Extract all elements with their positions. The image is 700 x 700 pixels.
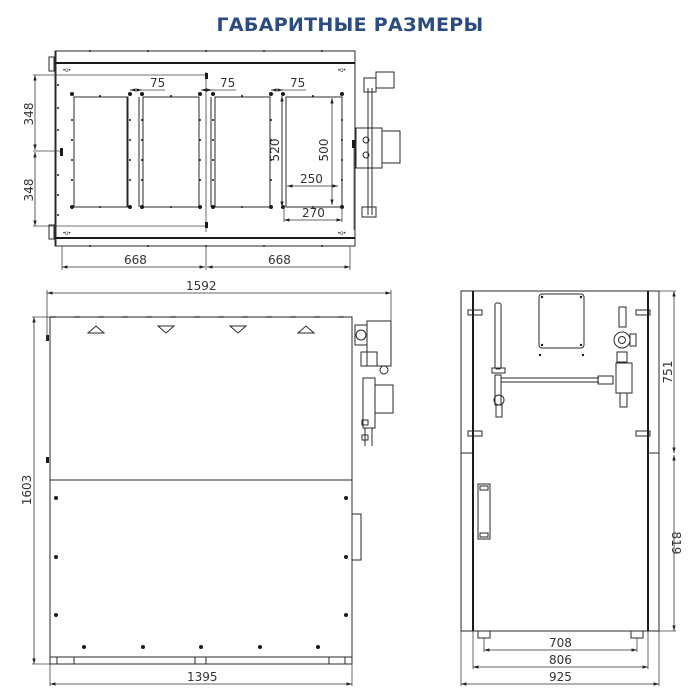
svg-text:270: 270 (302, 206, 325, 220)
svg-text:751: 751 (661, 361, 675, 384)
electrical-box (538, 293, 585, 349)
top-view-piping (352, 71, 401, 230)
dim-520: 520 (268, 96, 284, 207)
svg-text:1592: 1592 (186, 279, 217, 293)
door-handle (477, 483, 491, 540)
airflow-arrow-down-icon (228, 325, 248, 334)
svg-text:806: 806 (549, 653, 572, 667)
side-view-piping (491, 302, 637, 418)
svg-text:668: 668 (124, 253, 147, 267)
dim-75-gap2: 75 (201, 76, 236, 92)
svg-text:1395: 1395 (187, 670, 218, 684)
svg-text:•o•: •o• (63, 231, 71, 237)
svg-text:520: 520 (268, 139, 282, 162)
airflow-arrow-down-icon (156, 325, 176, 334)
svg-text:500: 500 (317, 139, 331, 162)
svg-text:•o•: •o• (338, 68, 346, 74)
svg-text:250: 250 (300, 172, 323, 186)
svg-text:1603: 1603 (20, 475, 34, 506)
dim-668-left: 668 (61, 246, 207, 270)
svg-text:75: 75 (150, 76, 165, 90)
svg-text:348: 348 (22, 103, 36, 126)
dim-75-gap3: 75 (271, 76, 306, 92)
svg-text:668: 668 (268, 253, 291, 267)
svg-text:925: 925 (549, 670, 572, 684)
dim-819: 819 (659, 455, 683, 632)
dim-1603: 1603 (20, 316, 50, 665)
dim-668-right: 668 (207, 246, 351, 270)
dim-75-gap1: 75 (130, 76, 165, 92)
svg-text:•o•: •o• (338, 231, 346, 237)
page-title: ГАБАРИТНЫЕ РАЗМЕРЫ (216, 14, 484, 36)
svg-text:708: 708 (549, 636, 572, 650)
dim-925: 925 (460, 631, 660, 686)
svg-text:348: 348 (22, 179, 36, 202)
dim-708: 708 (483, 636, 638, 652)
airflow-arrow-up-icon (86, 325, 106, 334)
top-view: •o• •o• •o• •o• (22, 50, 401, 270)
dim-250: 250 (287, 172, 338, 188)
dim-751: 751 (659, 290, 676, 453)
dim-348-upper: 348 (22, 74, 205, 150)
dim-500: 500 (317, 98, 334, 205)
dim-806: 806 (472, 631, 649, 669)
svg-text:•o•: •o• (63, 68, 71, 74)
side-view: 751 819 708 806 925 (460, 290, 683, 686)
dim-1395: 1395 (49, 664, 353, 686)
dim-348-lower: 348 (22, 150, 205, 227)
front-view: 1592 1603 1395 (20, 279, 394, 686)
dim-1592: 1592 (46, 279, 392, 340)
svg-text:75: 75 (290, 76, 305, 90)
airflow-arrow-up-icon (296, 325, 316, 334)
svg-text:819: 819 (669, 532, 683, 555)
front-view-piping (354, 320, 394, 446)
svg-text:75: 75 (220, 76, 235, 90)
dim-270: 270 (283, 206, 343, 222)
